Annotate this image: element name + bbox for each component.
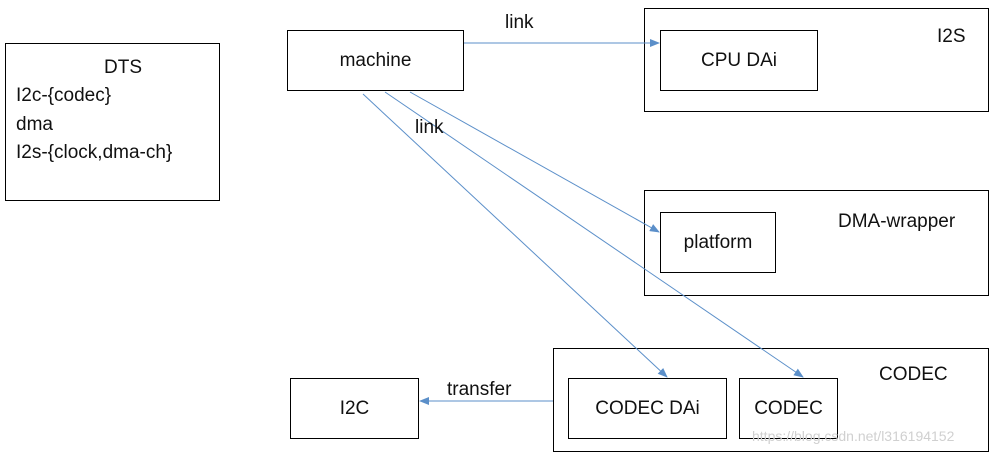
dts-line-i2s: I2s-{clock,dma-ch} — [16, 142, 173, 163]
i2c-label: I2C — [339, 398, 370, 419]
codec-group-title: CODEC — [879, 364, 948, 385]
codec-dai-box: CODEC DAi — [568, 378, 727, 439]
watermark-text: https://blog.csdn.net/l316194152 — [752, 428, 955, 444]
codec-label: CODEC — [754, 398, 823, 419]
platform-label: platform — [683, 232, 753, 253]
platform-box: platform — [660, 212, 776, 273]
machine-box: machine — [287, 30, 464, 91]
machine-label: machine — [339, 50, 412, 71]
i2s-title: I2S — [937, 26, 966, 47]
edge-label-link-top: link — [505, 12, 534, 33]
dts-line-dma: dma — [16, 114, 53, 135]
codec-box: CODEC — [739, 378, 838, 439]
codec-dai-label: CODEC DAi — [595, 398, 700, 419]
edge-label-transfer: transfer — [447, 379, 512, 400]
edge-label-link-mid: link — [415, 117, 444, 138]
arrow-machine-to-codec-dai — [362, 93, 668, 378]
cpu-dai-label: CPU DAi — [700, 50, 777, 71]
dts-box: DTS I2c-{codec} dma I2s-{clock,dma-ch} — [5, 43, 220, 201]
arrow-machine-to-platform — [409, 91, 660, 233]
cpu-dai-box: CPU DAi — [660, 30, 818, 91]
i2c-box: I2C — [290, 378, 419, 439]
dts-title: DTS — [104, 57, 142, 78]
dma-wrapper-title: DMA-wrapper — [838, 211, 956, 232]
dts-line-i2c: I2c-{codec} — [16, 85, 112, 106]
